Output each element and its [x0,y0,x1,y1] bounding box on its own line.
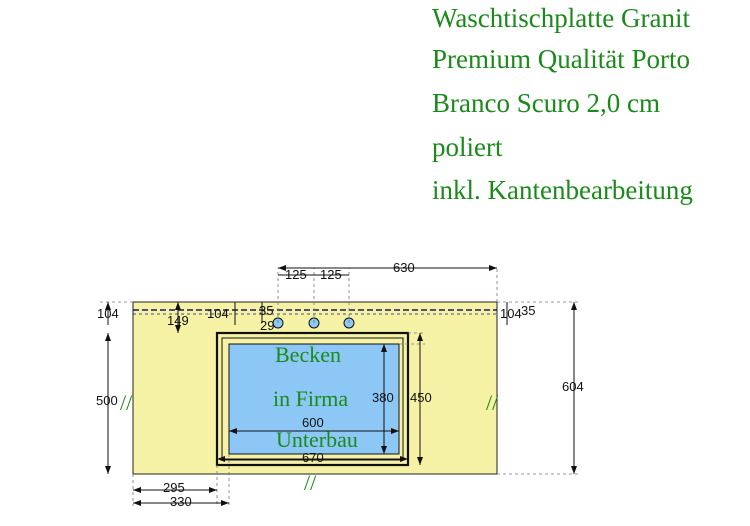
dim-right-height: 604 [562,379,584,394]
dim-tap-spacing-left: 125 [285,267,307,282]
basin-note-line-3: Unterbau [276,427,358,452]
dim-center-depth: 104 [207,306,229,321]
dim-left-cutout-offset: 149 [167,313,189,328]
dim-outer-height: 450 [410,390,432,405]
dim-hole-offset-b: 29 [260,318,274,333]
break-mark-right: // [486,390,499,415]
title-line-1: Waschtischplatte Granit [432,3,690,33]
cutout-outer-frame [215,331,410,467]
dimension-lines [107,267,575,504]
basin-note-line-2: in Firma [273,386,348,411]
dim-left-height: 500 [96,393,118,408]
title-line-2: Premium Qualität Porto [432,44,690,74]
break-mark-bottom: // [304,470,317,495]
arrow-heads [105,265,577,506]
dim-right-edge-depth: 104 [500,306,522,321]
basin-note-line-1: Becken [275,342,341,367]
basin [228,343,400,455]
dim-outer-width: 670 [302,450,324,465]
dim-left-edge-depth: 104 [97,306,119,321]
dim-bottom-b: 330 [170,494,192,509]
dim-hole-offset-a: 35 [259,303,273,318]
dim-tap-spacing-right: 125 [320,267,342,282]
dim-inner-width: 600 [302,415,324,430]
extension-lines [100,268,580,506]
dim-bottom-a: 295 [163,480,185,495]
cutout-inner-frame [221,337,404,461]
dim-inner-height: 380 [372,390,394,405]
dim-right-small: 35 [521,303,535,318]
dim-top-total: 630 [393,260,415,275]
title-line-5: inkl. Kantenbearbeitung [432,175,693,205]
title-line-4: poliert [432,132,503,162]
break-mark-left: // [120,390,133,415]
title-line-3: Branco Scuro 2,0 cm [432,88,660,118]
